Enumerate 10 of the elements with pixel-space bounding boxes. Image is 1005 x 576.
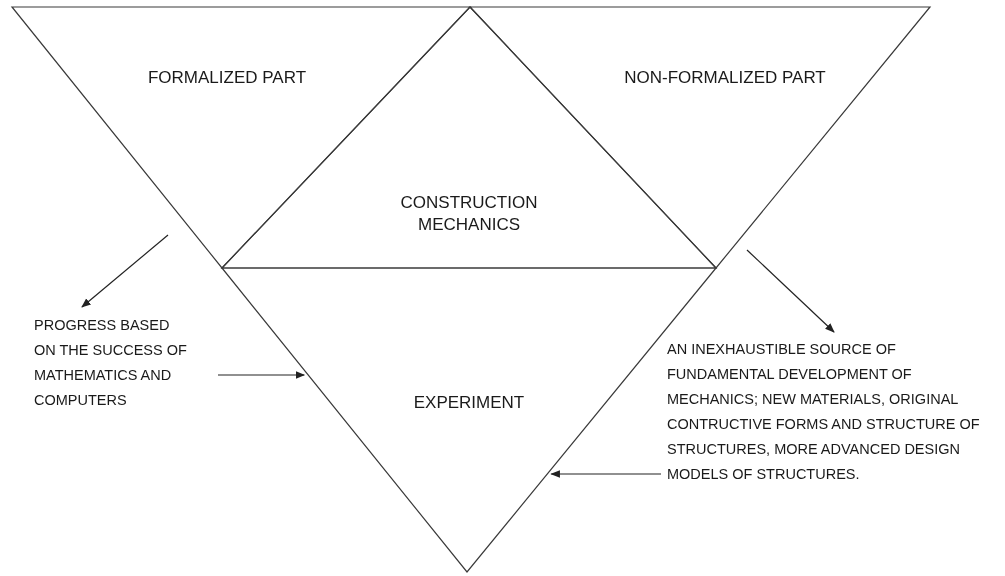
section-title: EXPERIMENT bbox=[412, 392, 526, 414]
section-title: FORMALIZED PART bbox=[146, 67, 308, 89]
annotation-text: AN INEXHAUSTIBLE SOURCE OF FUNDAMENTAL DEVELOPMENT OF MECHANICS; NEW MATERIALS, ORIGINAL CONTRUCTIVE FORMS AND STRUCTURE OF STRUCTURES, MORE ADVANCED DESIGN MODELS OF STRUCTURES. bbox=[667, 337, 1003, 487]
section-title: NON-FORMALIZED PART bbox=[623, 67, 827, 89]
arrow bbox=[746, 249, 835, 333]
annotation-text: PROGRESS BASED ON THE SUCCESS OF MATHEMATICS AND COMPUTERS bbox=[34, 313, 194, 413]
arrow bbox=[550, 470, 662, 478]
arrow bbox=[217, 371, 306, 379]
arrow bbox=[81, 234, 169, 308]
section-title: CONSTRUCTION MECHANICS bbox=[399, 192, 539, 237]
